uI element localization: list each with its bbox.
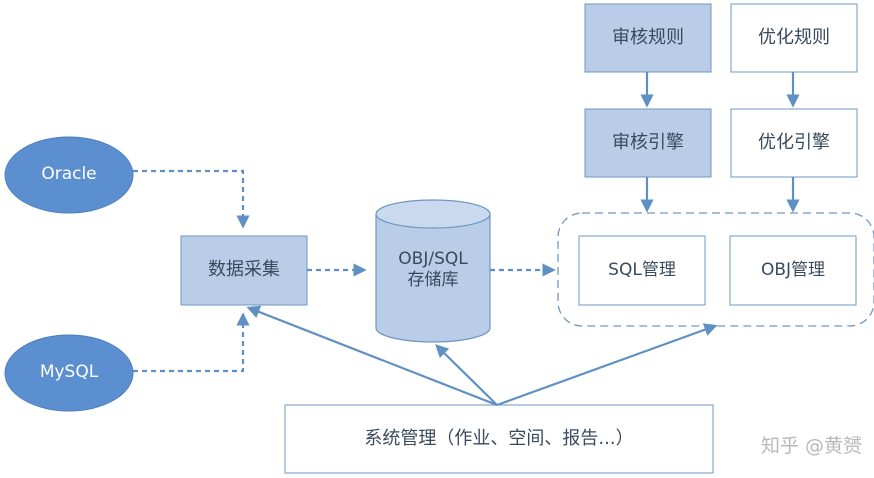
system-to-collector-arrow bbox=[246, 305, 498, 407]
obj-management-label: OBJ管理 bbox=[760, 259, 826, 280]
audit-engine-label: 审核引擎 bbox=[612, 131, 684, 153]
optimize-engine-label: 优化引擎 bbox=[758, 131, 830, 153]
audit-rules-box-shape bbox=[584, 3, 712, 73]
system-management-label: 系统管理（作业、空间、报告...） bbox=[364, 427, 634, 449]
mysql-to-collector-arrow bbox=[133, 312, 250, 373]
mysql-node-shape bbox=[4, 334, 134, 412]
oracle-label: Oracle bbox=[41, 164, 97, 185]
system-to-management-arrow bbox=[496, 323, 718, 407]
sql-management-box-shape bbox=[578, 235, 706, 306]
sql-management-label: SQL管理 bbox=[608, 259, 676, 280]
storage-label-line1: OBJ/SQL bbox=[398, 248, 468, 269]
system-to-storage-arrow bbox=[435, 344, 498, 406]
audit-rules-label: 审核规则 bbox=[612, 26, 684, 48]
oracle-to-collector-arrow bbox=[133, 169, 250, 229]
collector-label: 数据采集 bbox=[208, 259, 280, 281]
oracle-node-shape bbox=[4, 136, 134, 214]
optimize-engine-box-shape bbox=[730, 108, 858, 178]
optimize-rules-label: 优化规则 bbox=[758, 26, 830, 48]
collector-box-shape bbox=[180, 235, 308, 306]
management-group-frame bbox=[557, 212, 874, 327]
storage-label-line2: 存储库 bbox=[407, 270, 459, 290]
mysql-label: MySQL bbox=[39, 362, 99, 383]
system-box-shape bbox=[284, 404, 714, 474]
storage-cylinder-shape bbox=[375, 199, 491, 343]
watermark: 知乎 @黄赟 bbox=[760, 434, 862, 457]
storage-label: OBJ/SQL 存储库 bbox=[376, 238, 490, 302]
obj-management-box-shape bbox=[729, 235, 857, 306]
